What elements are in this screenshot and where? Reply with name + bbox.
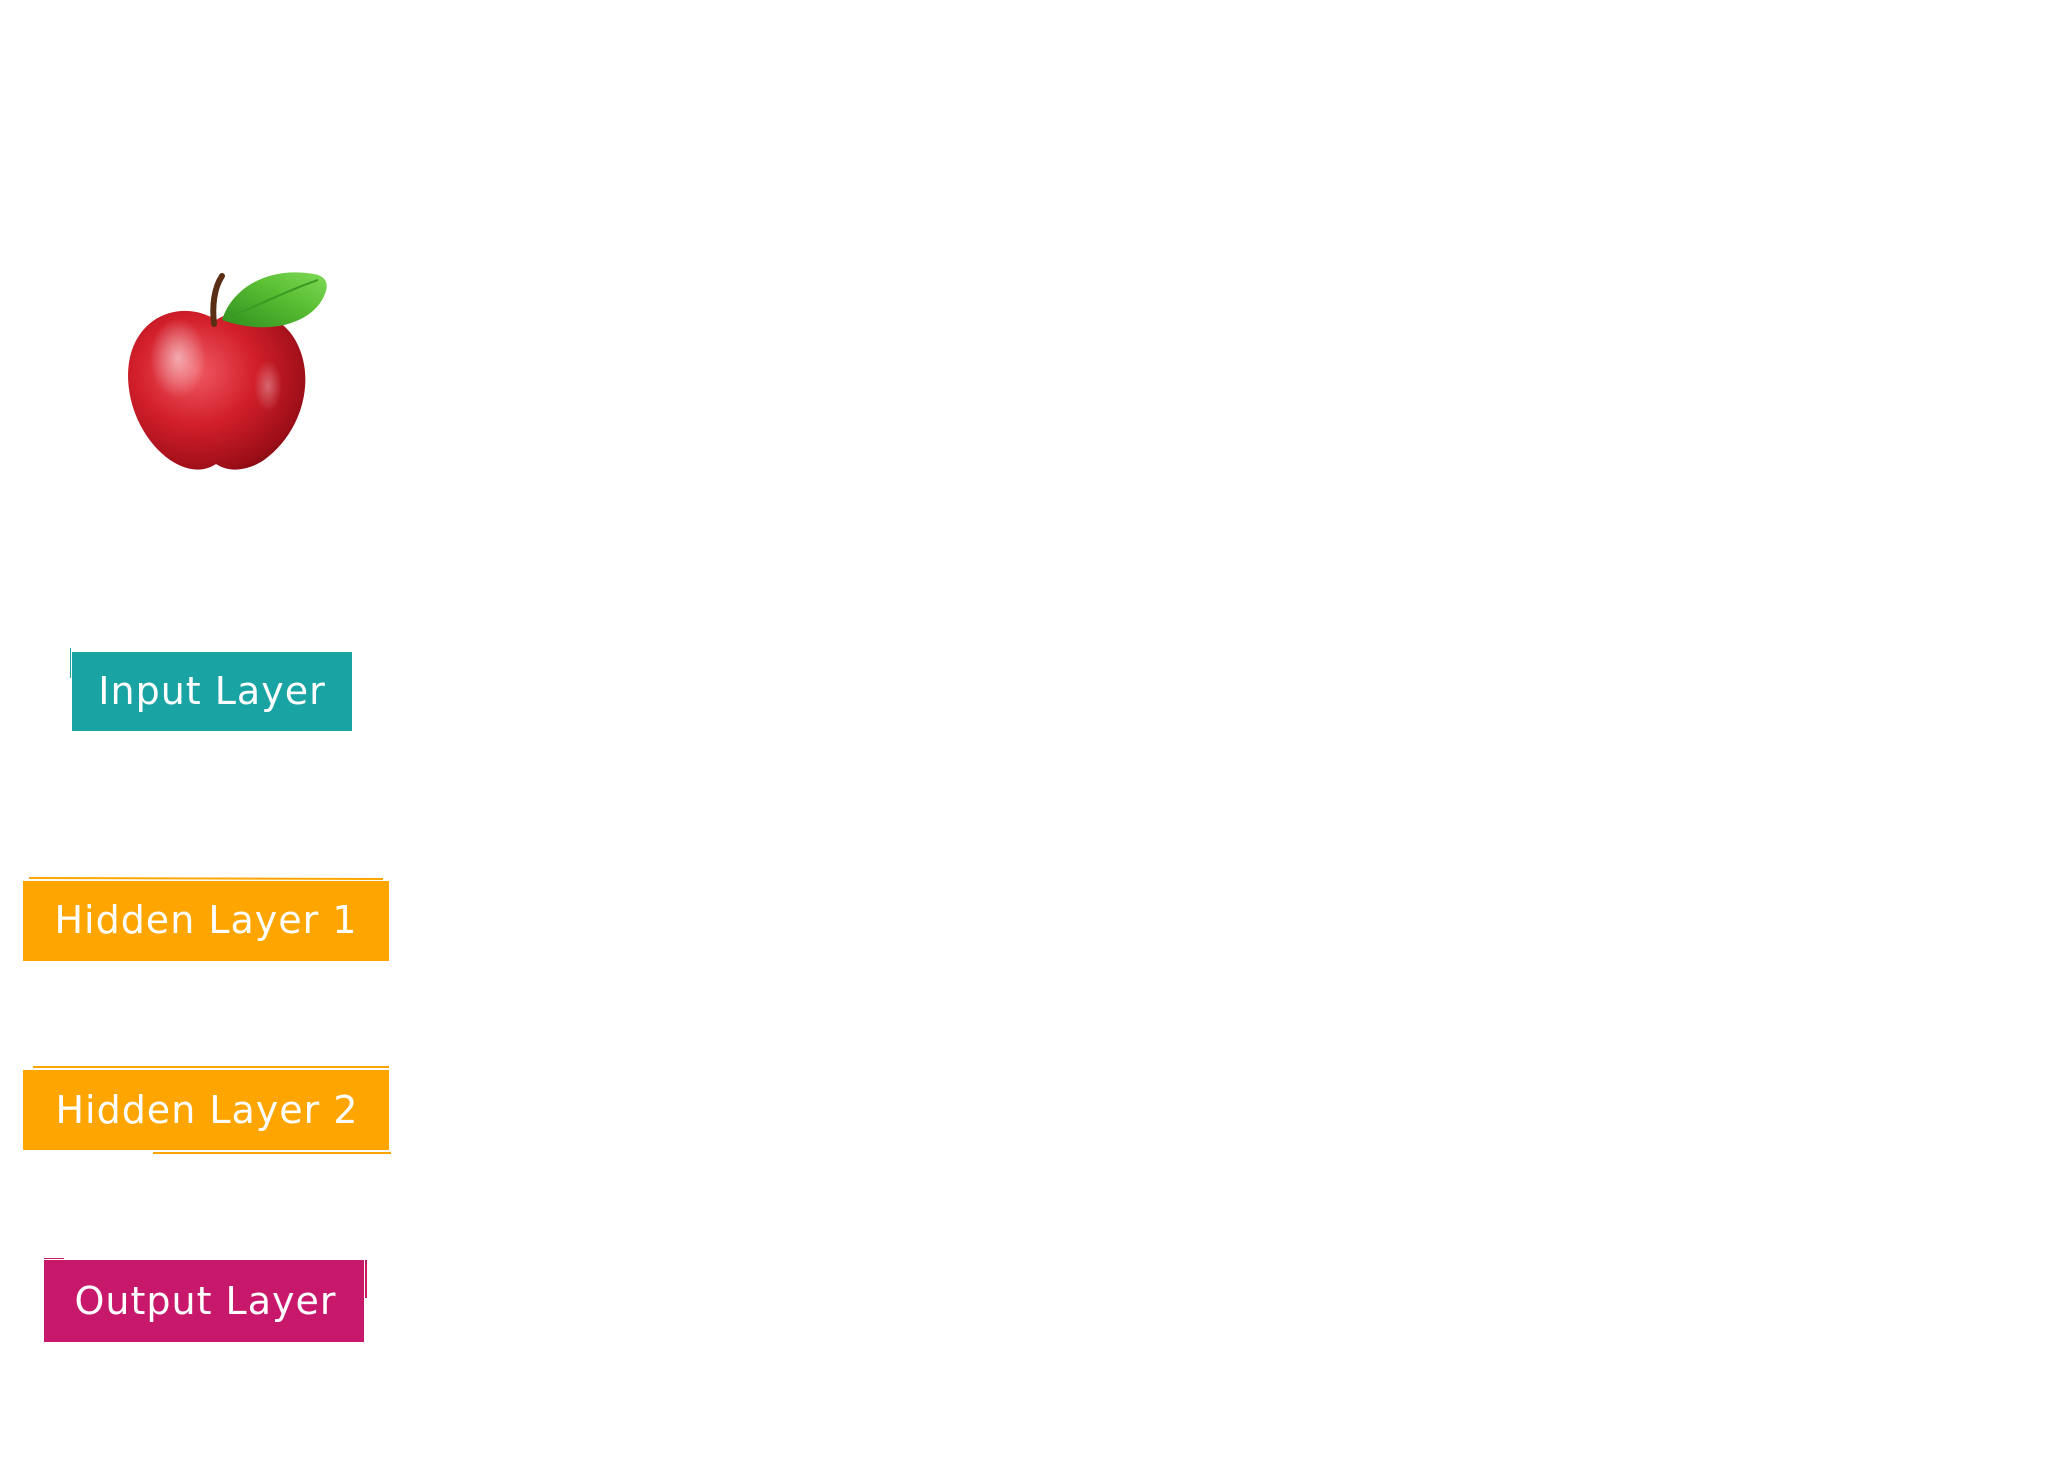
hidden-layer-1-box: Hidden Layer 1 — [23, 877, 389, 962]
hidden-layer-2-box: Hidden Layer 2 — [23, 1066, 391, 1154]
hidden-layer-1-label: Hidden Layer 1 — [54, 897, 358, 942]
input-layer-box: Input Layer — [70, 648, 354, 733]
output-layer-label: Output Layer — [74, 1278, 337, 1323]
output-layer-box: Output Layer — [44, 1258, 367, 1343]
hidden-layer-2-label: Hidden Layer 2 — [55, 1088, 359, 1132]
input-layer-label: Input Layer — [98, 668, 326, 713]
apple-icon — [118, 258, 338, 478]
